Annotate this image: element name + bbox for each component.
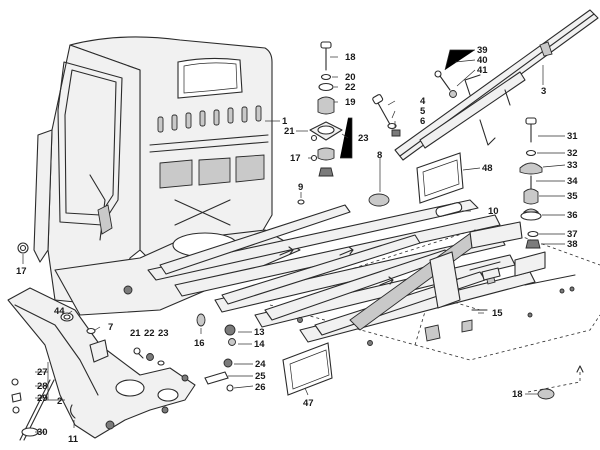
washer-part-44 [60, 312, 74, 322]
plate-part-48-inner [422, 159, 460, 197]
callout-10: 10 [488, 206, 499, 217]
callout-37: 37 [567, 229, 578, 240]
callout-17-upper: 17 [290, 153, 301, 164]
leader-lines [22, 49, 566, 433]
callout-28: 28 [37, 381, 48, 392]
callout-1: 1 [282, 116, 288, 127]
callout-47: 47 [303, 398, 314, 409]
callout-41: 41 [477, 65, 488, 76]
side-rail-part-3 [394, 9, 599, 161]
callout-40: 40 [477, 55, 488, 66]
fasteners-part-21-23 [133, 347, 165, 366]
callout-39: 39 [477, 45, 488, 56]
callout-26: 26 [255, 382, 266, 393]
callout-31: 31 [567, 131, 578, 142]
callout-17-lower: 17 [16, 266, 27, 277]
callout-25: 25 [255, 371, 266, 382]
callout-16: 16 [194, 338, 205, 349]
callout-19: 19 [345, 97, 356, 108]
callout-5: 5 [420, 106, 426, 117]
callout-33: 33 [567, 160, 578, 171]
callout-11: 11 [68, 434, 79, 445]
front-crossmember-part-2 [7, 287, 196, 439]
fasteners-part-39-41 [434, 70, 457, 98]
callout-23-upper: 23 [358, 133, 369, 144]
callout-24: 24 [255, 359, 266, 370]
grommet-part-16 [196, 313, 206, 327]
mount-assembly-left [309, 41, 343, 177]
nuts-part-13-14 [224, 324, 236, 346]
rubber-pad-part-8 [368, 193, 390, 207]
fasteners-part-24-26 [204, 358, 234, 392]
mount-assembly-right [519, 117, 543, 249]
callout-9: 9 [298, 182, 303, 193]
callout-38: 38 [567, 239, 578, 250]
rear-panel-ribs [157, 105, 262, 133]
clip-part-11 [69, 404, 76, 419]
callout-22-lower: 22 [144, 328, 155, 339]
grommet-part-17-inner [19, 244, 27, 252]
callout-21-lower: 21 [130, 328, 141, 339]
gasket-part-10 [435, 202, 463, 217]
callout-27: 27 [37, 367, 48, 378]
callout-6: 6 [420, 116, 425, 127]
washer-part-7 [86, 327, 96, 335]
callout-20: 20 [345, 72, 356, 83]
callout-3: 3 [541, 86, 546, 97]
callout-14: 14 [254, 339, 265, 350]
callout-35: 35 [567, 191, 578, 202]
callout-13: 13 [254, 327, 265, 338]
fasteners-part-4-6 [372, 94, 401, 137]
callout-23-lower: 23 [158, 328, 169, 339]
cable-part-27-30 [11, 378, 55, 441]
callout-7: 7 [108, 322, 113, 333]
plate-part-48 [416, 152, 464, 204]
plate-part-47-inner [289, 349, 330, 390]
callout-48: 48 [482, 163, 493, 174]
callout-8: 8 [377, 150, 382, 161]
callout-44: 44 [54, 306, 65, 317]
callout-22-upper: 22 [345, 82, 356, 93]
reference-arrow-head [576, 365, 584, 373]
callout-34: 34 [567, 176, 578, 187]
callout-labels: 1 2 3 4 5 6 7 8 9 10 11 13 14 15 16 17 1… [16, 45, 578, 445]
plug-part-9 [297, 199, 305, 205]
grommet-part-18 [537, 388, 555, 400]
callout-29: 29 [37, 393, 48, 404]
chassis-frame [147, 199, 600, 361]
callout-15: 15 [492, 308, 503, 319]
plate-part-15 [471, 267, 501, 311]
callout-2: 2 [57, 396, 62, 407]
callout-21-upper: 21 [284, 126, 295, 137]
callout-30: 30 [37, 427, 48, 438]
callout-32: 32 [567, 148, 578, 159]
callout-18-lower: 18 [512, 389, 523, 400]
callout-36: 36 [567, 210, 578, 221]
callout-4: 4 [420, 96, 426, 107]
callout-18-upper: 18 [345, 52, 356, 63]
plate-part-47 [282, 342, 333, 396]
reference-arrow [527, 370, 581, 393]
